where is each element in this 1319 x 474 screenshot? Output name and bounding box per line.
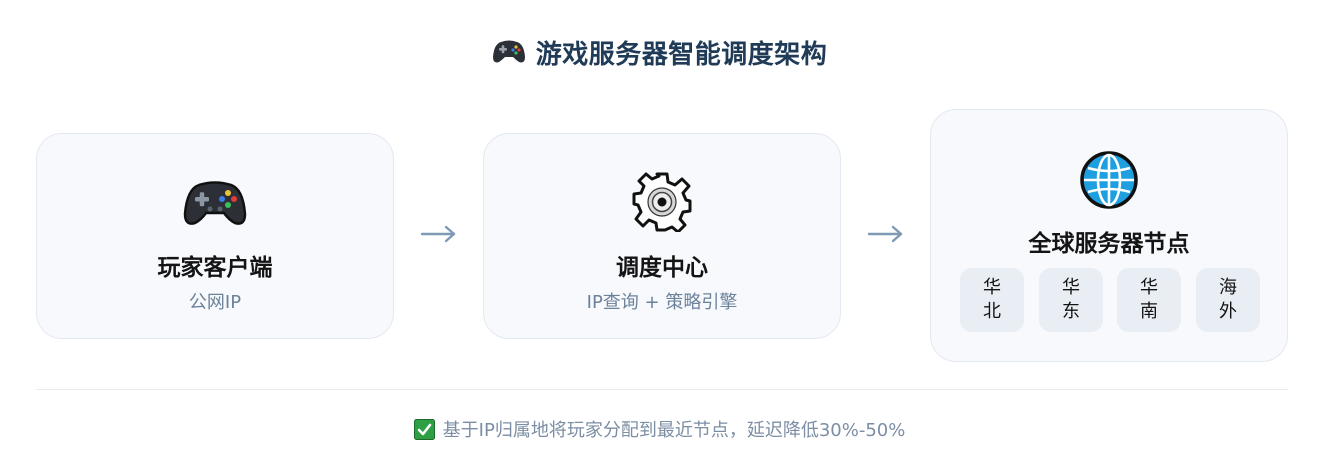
node-huanan: 华南 (1117, 268, 1181, 332)
scheduler-card: 调度中心 IP查询 + 策略引擎 (483, 133, 841, 339)
global-nodes-card-title: 全球服务器节点 (1028, 231, 1190, 257)
footer-note: 基于IP归属地将玩家分配到最近节点，延迟降低30%-50% (0, 414, 1319, 444)
title-row: 游戏服务器智能调度架构 (0, 32, 1319, 72)
gamepad-icon (492, 40, 525, 63)
global-nodes-card: 全球服务器节点 华北 华东 华南 海外 (930, 109, 1288, 362)
scheduler-card-title: 调度中心 (616, 255, 708, 281)
node-huabei: 华北 (960, 268, 1024, 332)
node-label: 华东 (1062, 277, 1080, 322)
node-label: 海外 (1219, 277, 1237, 322)
globe-icon (1080, 151, 1138, 209)
flow-arrow (420, 225, 456, 243)
node-huadong: 华东 (1039, 268, 1103, 332)
client-card-subtitle: 公网IP (188, 292, 242, 313)
gear-icon (632, 172, 692, 232)
node-label: 华北 (983, 277, 1001, 322)
node-label: 华南 (1140, 277, 1158, 322)
footer-text: 基于IP归属地将玩家分配到最近节点，延迟降低30%-50% (442, 420, 906, 441)
flow-arrow (867, 225, 903, 243)
check-icon (413, 418, 435, 440)
client-card: 玩家客户端 公网IP (36, 133, 394, 339)
divider (36, 389, 1288, 390)
scheduler-card-subtitle: IP查询 + 策略引擎 (586, 292, 738, 313)
page-title: 游戏服务器智能调度架构 (535, 39, 828, 70)
node-list: 华北 华东 华南 海外 (960, 268, 1260, 332)
node-overseas: 海外 (1196, 268, 1260, 332)
gamepad-icon (183, 181, 247, 225)
client-card-title: 玩家客户端 (157, 255, 273, 281)
